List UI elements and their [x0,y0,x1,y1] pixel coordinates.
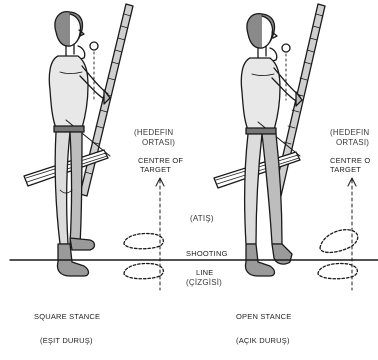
shooting-line-label-en-2: LINE [196,268,213,277]
right-target-label-tr-2: ORTASI) [336,138,369,147]
right-archer-figure [214,4,325,276]
square-stance-caption: SQUARE STANCE [34,312,100,321]
shooting-line-label-en-1: SHOOTING [186,249,228,258]
left-target-label-tr-1: (HEDEFIN [134,128,173,137]
shooting-line-label-tr-1: (ATIŞ) [190,214,214,223]
open-stance-caption-tr: (AÇIK DURUŞ) [236,336,290,345]
left-target-label-en-1: CENTRE OF [138,156,183,165]
left-footprints [124,233,163,278]
shooting-line-label-tr-2: (ÇİZGİSİ) [186,278,222,287]
right-target-label-en-1: CENTRE O [330,156,370,165]
square-stance-caption-tr: (EŞIT DURUŞ) [40,336,93,345]
left-target-label-en-2: TARGET [140,165,171,174]
open-stance-caption: OPEN STANCE [236,312,291,321]
left-archer-figure [24,4,133,276]
left-target-label-tr-2: ORTASI) [142,138,175,147]
right-target-label-tr-1: (HEDEFIN [330,128,369,137]
right-target-label-en-2: TARGET [330,165,361,174]
